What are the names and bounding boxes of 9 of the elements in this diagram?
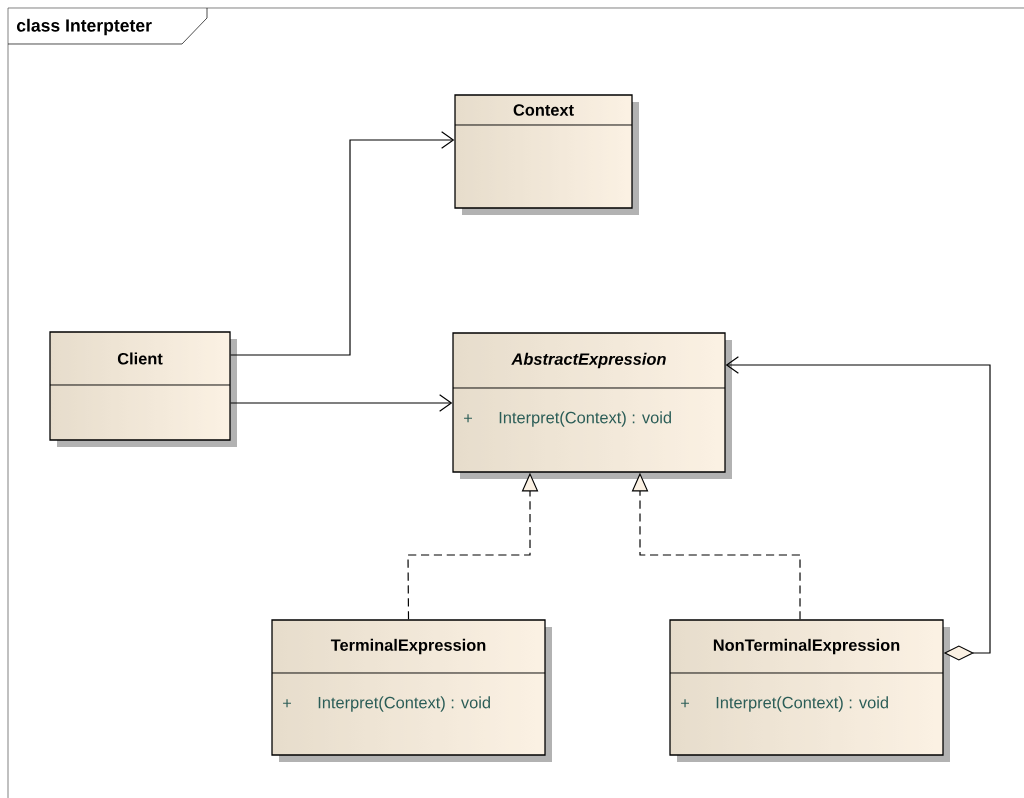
class-box: NonTerminalExpression + Interpret(Context) : void	[669, 619, 950, 762]
connector	[230, 394, 453, 412]
class-box: Client	[49, 331, 237, 447]
frame-title: class Interpteter	[7, 7, 208, 45]
class-box: TerminalExpression + Interpret(Context) : void	[271, 619, 552, 762]
connector	[230, 131, 455, 356]
class-box: AbstractExpression + Interpret(Context) : void	[452, 332, 732, 479]
class-box: Context	[454, 94, 639, 215]
connector	[725, 356, 991, 661]
